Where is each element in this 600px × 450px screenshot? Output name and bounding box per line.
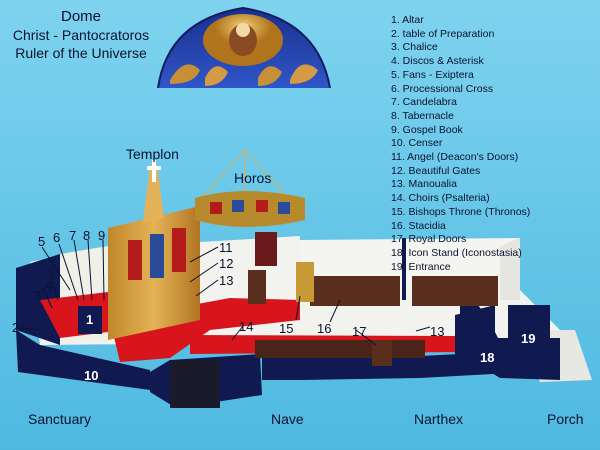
callout-13-narthex: 13 bbox=[430, 324, 445, 339]
legend-item: 12. Beautiful Gates bbox=[391, 164, 481, 177]
callout-14: 14 bbox=[239, 319, 254, 334]
legend-item: 6. Processional Cross bbox=[391, 82, 494, 95]
region-narthex: Narthex bbox=[414, 411, 464, 427]
callout-6: 6 bbox=[53, 230, 61, 245]
iconostasis bbox=[108, 160, 200, 340]
legend-item: 10. Censer bbox=[391, 137, 443, 150]
legend-item: 13. Manoualia bbox=[391, 178, 457, 191]
callout-17: 17 bbox=[352, 324, 367, 339]
region-porch: Porch bbox=[547, 411, 584, 427]
legend-item: 5. Fans - Exiptera bbox=[391, 68, 474, 81]
legend-item: 17. Royal Doors bbox=[391, 233, 467, 246]
callout-13: 13 bbox=[219, 273, 234, 288]
dome-title-block: Dome Christ - Pantocratoros Ruler of the… bbox=[6, 8, 156, 62]
legend: 1. Altar 2. table of Preparation 3. Chal… bbox=[391, 14, 530, 274]
callout-12: 12 bbox=[219, 256, 234, 271]
christ-label: Christ - Pantocratoros bbox=[12, 27, 150, 43]
callout-19: 19 bbox=[521, 331, 536, 346]
legend-item: 15. Bishops Throne (Thronos) bbox=[391, 205, 531, 218]
callout-3: 3 bbox=[34, 288, 42, 303]
callout-7: 7 bbox=[69, 228, 77, 243]
legend-item: 14. Choirs (Psalteria) bbox=[391, 192, 490, 205]
dome-painting bbox=[157, 6, 331, 89]
callout-11: 11 bbox=[219, 240, 233, 255]
callout-4: 4 bbox=[46, 278, 54, 293]
legend-item: 16. Stacidia bbox=[391, 219, 446, 232]
legend-item: 11. Angel (Deacon's Doors) bbox=[391, 151, 519, 164]
stacidia-seats bbox=[170, 232, 498, 408]
callout-16: 16 bbox=[317, 321, 332, 336]
horos-label: Horos bbox=[234, 170, 272, 186]
legend-item: 19. Entrance bbox=[391, 260, 451, 273]
horos-chandelier bbox=[195, 149, 305, 227]
callout-5: 5 bbox=[38, 234, 46, 249]
legend-item: 3. Chalice bbox=[391, 41, 438, 54]
ruler-label: Ruler of the Universe bbox=[15, 45, 147, 61]
dome-label: Dome bbox=[60, 8, 101, 25]
legend-item: 8. Tabernacle bbox=[391, 109, 454, 122]
callout-10: 10 bbox=[84, 368, 99, 383]
templon-label: Templon bbox=[126, 146, 179, 162]
region-nave: Nave bbox=[271, 411, 304, 427]
legend-item: 9. Gospel Book bbox=[391, 123, 463, 136]
callout-15: 15 bbox=[279, 321, 294, 336]
pointer-lines bbox=[19, 239, 431, 346]
region-sanctuary: Sanctuary bbox=[28, 411, 92, 427]
callout-8: 8 bbox=[83, 228, 91, 243]
altar-block bbox=[80, 308, 102, 334]
legend-item: 1. Altar bbox=[391, 14, 424, 26]
callout-2: 2 bbox=[12, 320, 20, 335]
legend-item: 7. Candelabra bbox=[391, 96, 457, 109]
legend-item: 4. Discos & Asterisk bbox=[391, 55, 484, 68]
legend-item: 2. table of Preparation bbox=[391, 27, 495, 40]
callout-9: 9 bbox=[98, 228, 106, 243]
callout-18: 18 bbox=[480, 350, 495, 365]
callout-1: 1 bbox=[86, 312, 94, 327]
legend-item: 18. Icon Stand (Iconostasia) bbox=[391, 246, 522, 259]
